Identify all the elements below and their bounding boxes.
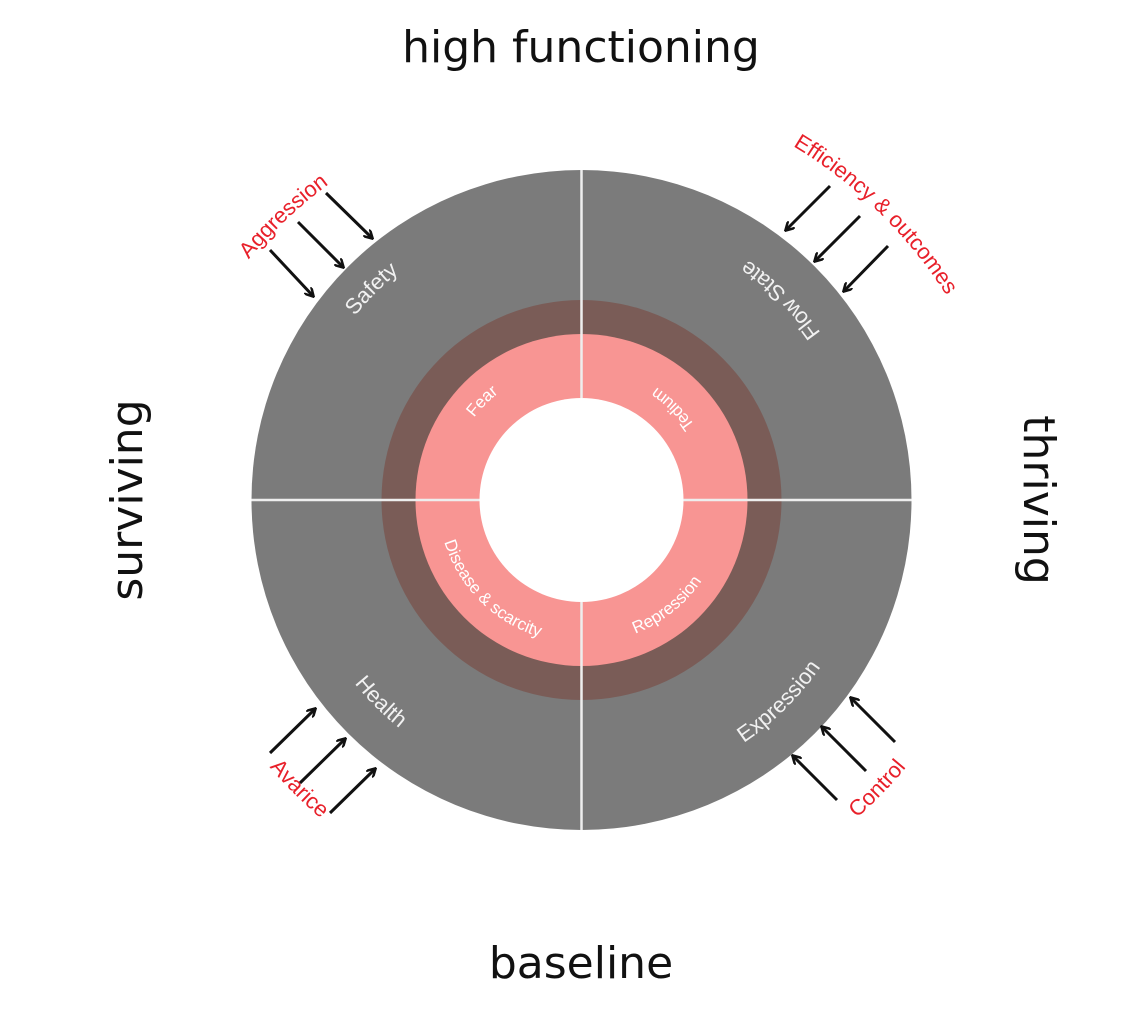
arrow-efficiency-2 [815, 214, 862, 261]
arrow-control-2 [822, 727, 868, 773]
arrows-aggression [268, 191, 372, 296]
force-label-control: Control [843, 754, 910, 822]
force-label-aggression: Aggression [234, 168, 332, 262]
arrow-aggression-2 [296, 220, 343, 267]
axis-label-left: surviving [102, 399, 153, 600]
axis-label-bottom: baseline [489, 938, 673, 989]
arrow-efficiency-1 [786, 184, 832, 230]
center-hole [479, 398, 684, 602]
arrow-control-3 [851, 698, 897, 744]
arrow-aggression-3 [324, 191, 372, 238]
arrow-avarice-2 [298, 739, 345, 785]
arrows-control [793, 698, 897, 802]
axis-label-right: thriving [1013, 415, 1064, 585]
arrow-efficiency-3 [844, 244, 890, 291]
arrow-avarice-1 [268, 709, 315, 755]
arrows-efficiency [786, 184, 890, 291]
arrow-aggression-1 [268, 248, 313, 296]
axis-label-top: high functioning [402, 22, 760, 73]
arrow-control-1 [793, 756, 839, 802]
force-label-avarice: Avarice [266, 754, 335, 823]
arrow-avarice-3 [328, 769, 375, 815]
arrows-avarice [268, 709, 375, 815]
